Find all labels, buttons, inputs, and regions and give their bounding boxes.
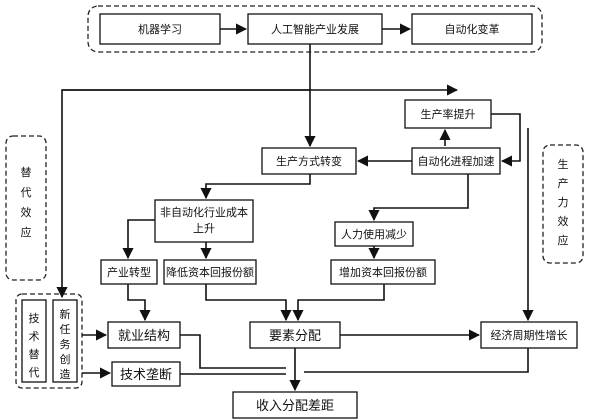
income-gap-box	[232, 391, 358, 419]
new-job-char-1: 新	[60, 307, 71, 321]
arrow-autoaccel-labor	[368, 174, 469, 222]
ai-box	[247, 13, 383, 45]
new-job-char-3: 务	[60, 338, 71, 351]
ml-label: 机器学习	[138, 22, 182, 36]
arrow-increase-factor	[292, 284, 385, 322]
productivity-effect-char-5: 应	[558, 233, 569, 247]
factor-label: 要素分配	[269, 329, 321, 344]
replace-effect-char-4: 应	[21, 225, 32, 239]
arrow-industry-employment	[127, 284, 151, 322]
new-job-char-5: 造	[60, 367, 71, 381]
productivity-effect-char-1: 生	[558, 157, 569, 171]
productivity-effect-char-2: 产	[558, 176, 569, 190]
tech-barrier-label: 技术垄断	[120, 368, 172, 383]
new-job-box	[52, 299, 78, 383]
tech-replace-box	[21, 299, 47, 383]
arrow-prodrate-autoaccel	[491, 113, 521, 167]
ml-box	[99, 13, 221, 45]
prod-mode-label: 生产方式转变	[276, 154, 342, 168]
industry-box	[100, 259, 158, 285]
employment-box	[107, 321, 181, 349]
prod-mode-box	[261, 147, 357, 175]
non-auto-cost-line2: 上升	[193, 222, 215, 235]
non-auto-cost-line1: 非自动化行业成本	[160, 205, 248, 219]
labor-less-box	[334, 221, 414, 247]
prod-rate-label: 生产率提升	[421, 107, 476, 121]
new-job-char-4: 创	[60, 353, 71, 366]
decrease-capital-label: 降低资本回报份额	[166, 265, 254, 279]
tech-replace-char-3: 替	[29, 347, 40, 361]
auto-change-box	[411, 13, 533, 45]
tech-replace-char-1: 技	[29, 312, 40, 325]
auto-accel-label: 自动化进程加速	[418, 154, 495, 168]
ai-label: 人工智能产业发展	[271, 22, 359, 36]
non-auto-cost-box	[154, 199, 254, 243]
top-group-frame	[87, 5, 543, 53]
auto-change-label: 自动化变革	[445, 22, 500, 36]
tech-barrier-box	[111, 361, 181, 387]
productivity-effect-frame	[542, 144, 584, 264]
tech-replace-char-4: 代	[29, 366, 40, 379]
productivity-effect-char-3: 力	[558, 196, 569, 209]
productivity-effect-char-4: 效	[558, 214, 569, 228]
arrow-prodmode-nonauto	[200, 174, 311, 200]
auto-accel-box	[411, 147, 501, 175]
tech-group-frame	[15, 293, 83, 389]
income-gap-label: 收入分配差距	[256, 399, 334, 414]
growth-box	[480, 321, 578, 349]
employment-label: 就业结构	[118, 329, 170, 344]
decrease-capital-box	[163, 259, 257, 285]
industry-label: 产业转型	[107, 265, 151, 279]
increase-capital-box	[330, 259, 436, 285]
replace-effect-frame	[5, 135, 47, 281]
line-employment-merge	[180, 334, 286, 369]
tech-replace-char-2: 术	[29, 330, 40, 343]
increase-capital-label: 增加资本回报份额	[339, 265, 427, 279]
replace-effect-char-2: 代	[21, 186, 32, 199]
arrow-nonauto-industry	[122, 219, 155, 260]
line-growth-merge	[304, 348, 529, 373]
new-job-char-2: 任	[60, 323, 71, 336]
replace-effect-char-1: 替	[21, 165, 32, 179]
arrow-decrease-factor	[205, 284, 292, 322]
labor-less-label: 人力使用减少	[341, 228, 407, 241]
replace-effect-char-3: 效	[21, 205, 32, 219]
growth-label: 经济周期性增长	[491, 328, 568, 342]
